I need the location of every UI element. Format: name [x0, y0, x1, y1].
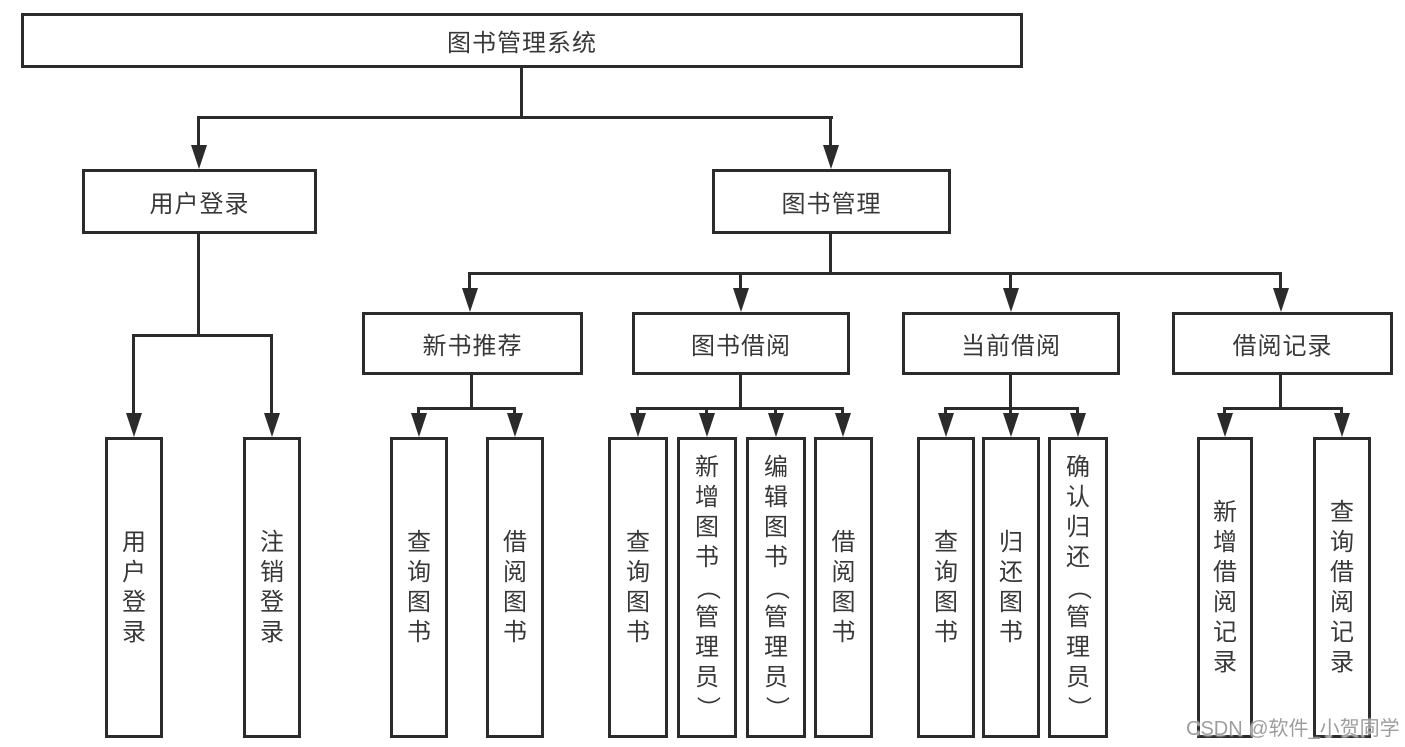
connector-stem	[1009, 375, 1012, 409]
arrow-down-icon	[1217, 413, 1233, 437]
node-new-book-recommend: 新书推荐	[362, 312, 583, 375]
node-user-login: 用户登录	[82, 169, 317, 234]
arrow-down-icon	[1273, 288, 1289, 312]
arrow-down-icon	[1334, 413, 1350, 437]
connector-stem	[1279, 375, 1282, 409]
connector-root-rail	[197, 116, 833, 119]
leaf-current-query-books: 查询图书	[917, 437, 975, 738]
connector-leaf-stem	[132, 336, 135, 414]
connector-stem	[470, 375, 473, 409]
arrow-down-icon	[191, 145, 207, 169]
arrow-down-icon	[507, 413, 523, 437]
arrow-down-icon	[938, 413, 954, 437]
leaf-records-query-record: 查询借阅记录	[1313, 437, 1371, 738]
arrow-down-icon	[411, 413, 427, 437]
leaf-current-return-books: 归还图书	[982, 437, 1040, 738]
arrow-down-icon	[699, 413, 715, 437]
connector-level2-stem	[1009, 274, 1012, 290]
connector-rail	[944, 407, 1079, 410]
arrow-down-icon	[768, 413, 784, 437]
leaf-borrow-add-books-admin: 新增图书（管理员）	[677, 437, 737, 738]
leaf-logout: 注销登录	[243, 437, 301, 738]
arrow-down-icon	[462, 288, 478, 312]
node-borrow-records: 借阅记录	[1172, 312, 1393, 375]
leaf-newbooks-query-books: 查询图书	[390, 437, 448, 738]
connector-rail	[636, 407, 844, 410]
connector-mgmt-stem	[829, 234, 832, 275]
leaf-borrow-edit-books-admin: 编辑图书（管理员）	[746, 437, 806, 738]
arrow-down-icon	[630, 413, 646, 437]
arrow-down-icon	[823, 145, 839, 169]
leaf-current-confirm-return-admin: 确认归还（管理员）	[1048, 437, 1108, 738]
connector-user-login-stem	[197, 118, 200, 146]
connector-login-stem	[197, 234, 200, 337]
node-root-library-system: 图书管理系统	[21, 13, 1023, 68]
leaf-borrow-query-books: 查询图书	[608, 437, 668, 738]
connector-level2-stem	[468, 274, 471, 290]
arrow-down-icon	[1070, 413, 1086, 437]
connector-level2-stem	[739, 274, 742, 290]
arrow-down-icon	[1003, 288, 1019, 312]
arrow-down-icon	[264, 413, 280, 437]
node-current-borrow: 当前借阅	[902, 312, 1120, 375]
connector-book-mgmt-stem	[829, 118, 832, 146]
node-book-borrow: 图书借阅	[632, 312, 850, 375]
connector-rail	[417, 407, 516, 410]
arrow-down-icon	[1003, 413, 1019, 437]
leaf-newbooks-borrow-books: 借阅图书	[486, 437, 544, 738]
connector-mgmt-rail	[468, 272, 1282, 275]
connector-login-rail	[132, 334, 273, 337]
connector-rail	[1223, 407, 1343, 410]
arrow-down-icon	[126, 413, 142, 437]
node-book-management: 图书管理	[712, 169, 951, 234]
leaf-user-login: 用户登录	[105, 437, 163, 738]
csdn-watermark: CSDN @软件_小贺同学	[1186, 718, 1400, 740]
connector-level2-stem	[1279, 274, 1282, 290]
connector-stem	[739, 375, 742, 409]
leaf-records-add-record: 新增借阅记录	[1197, 437, 1253, 738]
arrow-down-icon	[835, 413, 851, 437]
arrow-down-icon	[733, 288, 749, 312]
connector-leaf-stem	[270, 336, 273, 414]
connector-root-stem	[520, 68, 523, 118]
leaf-borrow-borrow-books: 借阅图书	[814, 437, 873, 738]
